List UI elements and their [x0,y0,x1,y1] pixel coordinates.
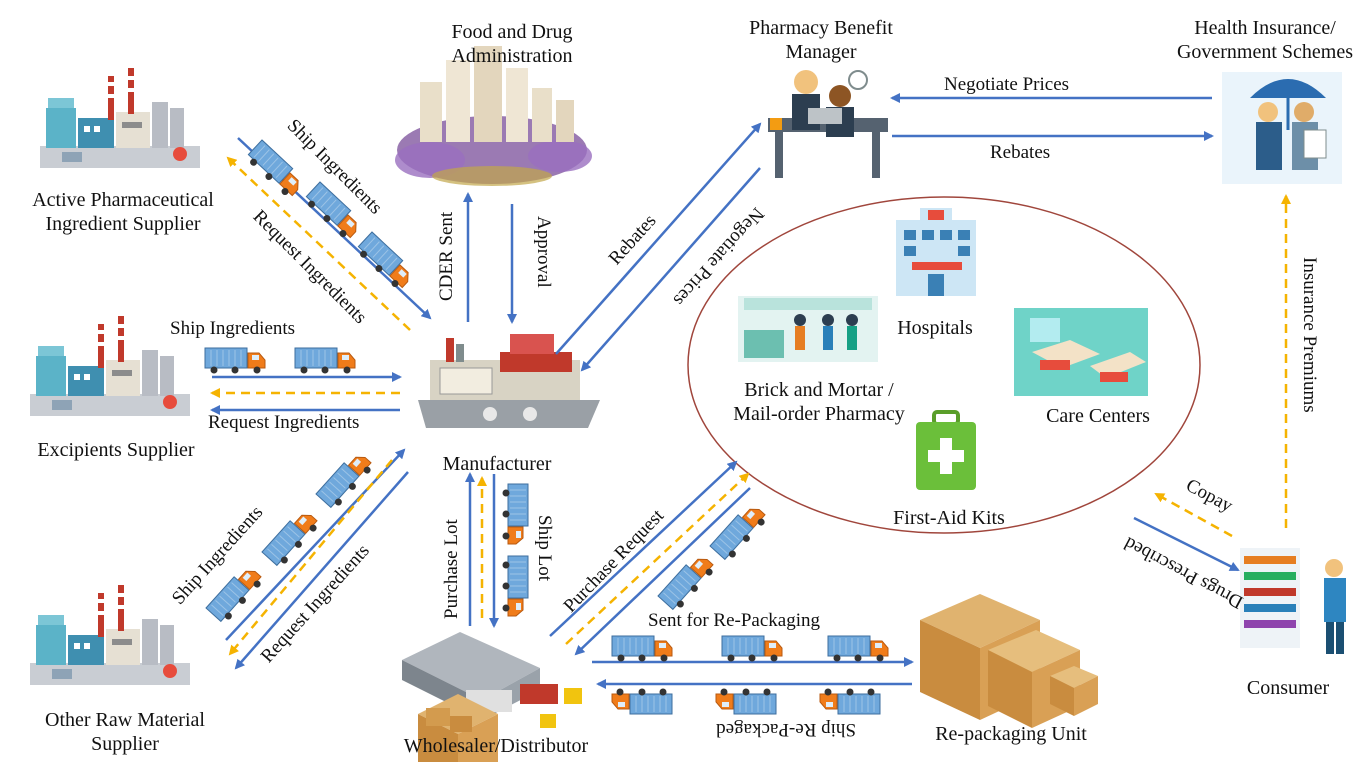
excipients-supplier-label: Excipients Supplier [37,439,195,461]
raw-request-dashed-arrow [228,459,393,656]
truck-icon [244,139,307,201]
truck-icon [611,688,673,715]
pbm-negotiate-arrow [580,167,761,372]
purchase-request-return-arrow [574,487,751,656]
truck-icon [611,635,673,662]
raw-request-arrow [234,471,409,670]
api-request-arrow [226,156,411,331]
repackaging-unit-label: Re-packaging Unit [935,723,1087,745]
pbm-image [768,70,888,178]
consumer-image [1240,548,1346,654]
truck-icon [204,347,266,374]
pbm-label: Pharmacy Benefit Manager [749,17,893,63]
pbm-rebates-arrow [555,122,762,355]
first-aid-label: First-Aid Kits [893,507,1005,529]
api-supplier-image [40,68,200,168]
healthcare-providers-ellipse [687,196,1201,534]
raw-material-supplier-image [30,585,190,685]
pharmacy-image [738,296,878,362]
truck-icon [502,555,529,617]
raw-material-supplier-label: Other Raw Material Supplier [45,709,205,755]
hospitals-label: Hospitals [897,317,973,339]
fda-label: Food and Drug Administration [451,21,573,67]
ins-rebates-label: Rebates [990,142,1051,163]
exc-request-label: Request Ingredients [208,412,360,433]
insurance-premiums-label: Insurance Premiums [1299,257,1320,413]
insurance-image [1222,72,1342,184]
manufacturer-image [418,334,600,428]
truck-icon [354,231,417,293]
api-supplier-label: Active Pharmaceutical Ingredient Supplie… [32,189,214,235]
truck-icon [721,635,783,662]
first-aid-kit-image [916,410,976,490]
care-centers-label: Care Centers [1046,405,1150,427]
repackaging-image [920,594,1098,728]
consumer-label: Consumer [1246,677,1330,699]
fda-image [395,46,592,186]
ins-negotiate-label: Negotiate Prices [944,74,1070,95]
care-center-image [1014,308,1148,396]
truck-icon [261,506,322,570]
truck-icon [819,688,881,715]
purchase-lot-label: Purchase Lot [441,519,462,619]
raw-ship-arrow [225,448,406,641]
purchase-request-arrow [549,460,738,637]
hospital-image [896,208,976,296]
truck-icon [502,483,529,545]
drugs-prescribed-arrow [1133,516,1240,572]
wholesaler-image [402,632,582,762]
approval-label: Approval [533,216,554,288]
wholesaler-label: Wholesaler/Distributor [403,735,589,757]
manufacturer-label: Manufacturer [442,453,552,475]
insurance-label: Health Insurance/ Government Schemes [1176,17,1354,63]
purchase-request-dashed-arrow [565,472,750,645]
truck-icon [315,448,376,512]
ship-lot-label: Ship Lot [534,515,555,581]
truck-icon [715,688,777,715]
truck-icon [294,347,356,374]
pharmacy-label: Brick and Mortar / Mail-order Pharmacy [733,379,905,425]
truck-icon [709,500,770,564]
exc-ship-label: Ship Ingredients [170,318,296,339]
sent-repackaging-label: Sent for Re-Packaging [648,610,821,631]
ship-repackaged-label: Ship Re-Packaged [716,719,856,740]
truck-icon [827,635,889,662]
truck-icon [657,550,718,614]
excipients-supplier-image [30,316,190,416]
cder-label: CDER Sent [436,211,457,301]
